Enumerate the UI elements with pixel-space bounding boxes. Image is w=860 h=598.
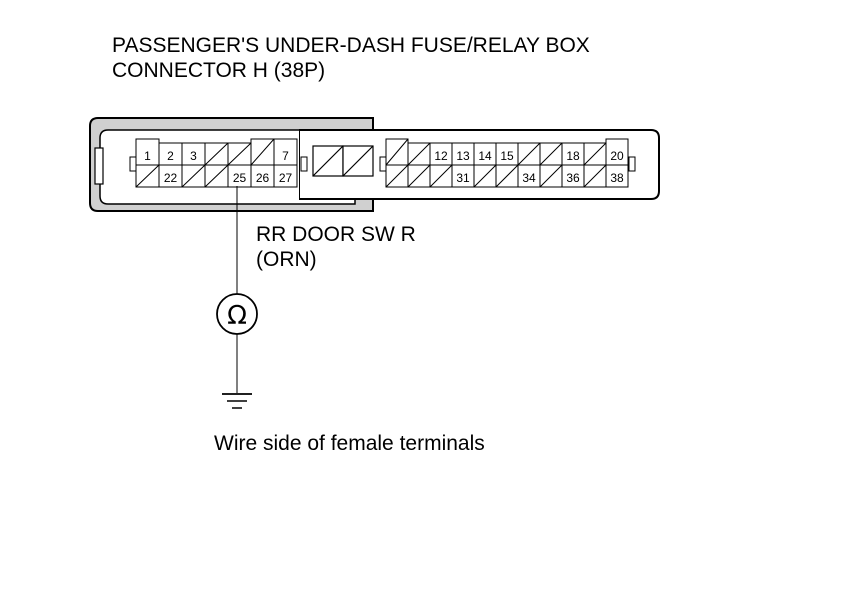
pin-number-36: 36 [566, 171, 580, 185]
pin-number-25: 25 [233, 171, 247, 185]
right-top-blank-cavity [583, 142, 607, 166]
pin-2: 2 [158, 142, 183, 166]
left-pin-block: 1 2 3 7 22 25 26 27 [135, 138, 298, 188]
left-top-blank-cavity [250, 138, 275, 166]
pin-36: 36 [561, 164, 585, 188]
left-bottom-blank-cavity [135, 164, 160, 188]
pin-number-20: 20 [610, 149, 624, 163]
left-top-blank-cavity [204, 142, 229, 166]
center-blank-cavities [312, 145, 374, 177]
pin-15: 15 [495, 142, 519, 166]
pin-7: 7 [273, 138, 298, 166]
ground-icon [222, 393, 252, 409]
pin-13: 13 [451, 142, 475, 166]
right-top-blank-cavity [385, 138, 409, 166]
pin-number-15: 15 [500, 149, 514, 163]
pin-number-26: 26 [256, 171, 270, 185]
pin-number-18: 18 [566, 149, 580, 163]
right-bottom-blank-cavity [583, 164, 607, 188]
right-bottom-blank-cavity [495, 164, 519, 188]
right-top-blank-cavity [517, 142, 541, 166]
right-bottom-blank-cavity [385, 164, 409, 188]
pin-number-7: 7 [282, 149, 289, 163]
wire-name-label: RR DOOR SW R [256, 223, 416, 246]
pin-number-13: 13 [456, 149, 470, 163]
pin-26: 26 [250, 164, 275, 188]
pin-20: 20 [605, 138, 629, 166]
pin-22: 22 [158, 164, 183, 188]
pin-31: 31 [451, 164, 475, 188]
right-bottom-blank-cavity [473, 164, 497, 188]
pin-27: 27 [273, 164, 298, 188]
pin-number-31: 31 [456, 171, 470, 185]
latch-notch [94, 147, 104, 185]
right-pin-block: 12 13 14 15 18 20 31 34 36 38 [385, 138, 629, 188]
left-bottom-blank-cavity [181, 164, 206, 188]
pin-number-14: 14 [478, 149, 492, 163]
right-top-blank-cavity [407, 142, 431, 166]
left-top-blank-cavity [227, 142, 252, 166]
pin-25: 25 [227, 164, 252, 188]
pin-number-3: 3 [190, 149, 197, 163]
right-top-blank-cavity [539, 142, 563, 166]
right-bottom-blank-cavity [429, 164, 453, 188]
diagram-caption: Wire side of female terminals [214, 432, 485, 455]
pin-number-34: 34 [522, 171, 536, 185]
right-bottom-blank-cavity [407, 164, 431, 188]
pin-number-12: 12 [434, 149, 448, 163]
wire-color-label: (ORN) [256, 248, 317, 271]
pin-14: 14 [473, 142, 497, 166]
pin-38: 38 [605, 164, 629, 188]
diagram-title-line-1: PASSENGER'S UNDER-DASH FUSE/RELAY BOX [112, 34, 590, 57]
diagram-title-line-2: CONNECTOR H (38P) [112, 59, 326, 82]
pin-number-38: 38 [610, 171, 624, 185]
pin-number-27: 27 [279, 171, 293, 185]
ohm-symbol: Ω [227, 301, 247, 331]
right-bottom-blank-cavity [539, 164, 563, 188]
pin-12: 12 [429, 142, 453, 166]
left-bottom-blank-cavity [204, 164, 229, 188]
pin-number-22: 22 [164, 171, 178, 185]
pin-1: 1 [135, 138, 160, 166]
pin-number-2: 2 [167, 149, 174, 163]
pin-number-1: 1 [144, 149, 151, 163]
pin-3: 3 [181, 142, 206, 166]
ohmmeter-icon: Ω [216, 293, 258, 335]
pin-18: 18 [561, 142, 585, 166]
pin-34: 34 [517, 164, 541, 188]
